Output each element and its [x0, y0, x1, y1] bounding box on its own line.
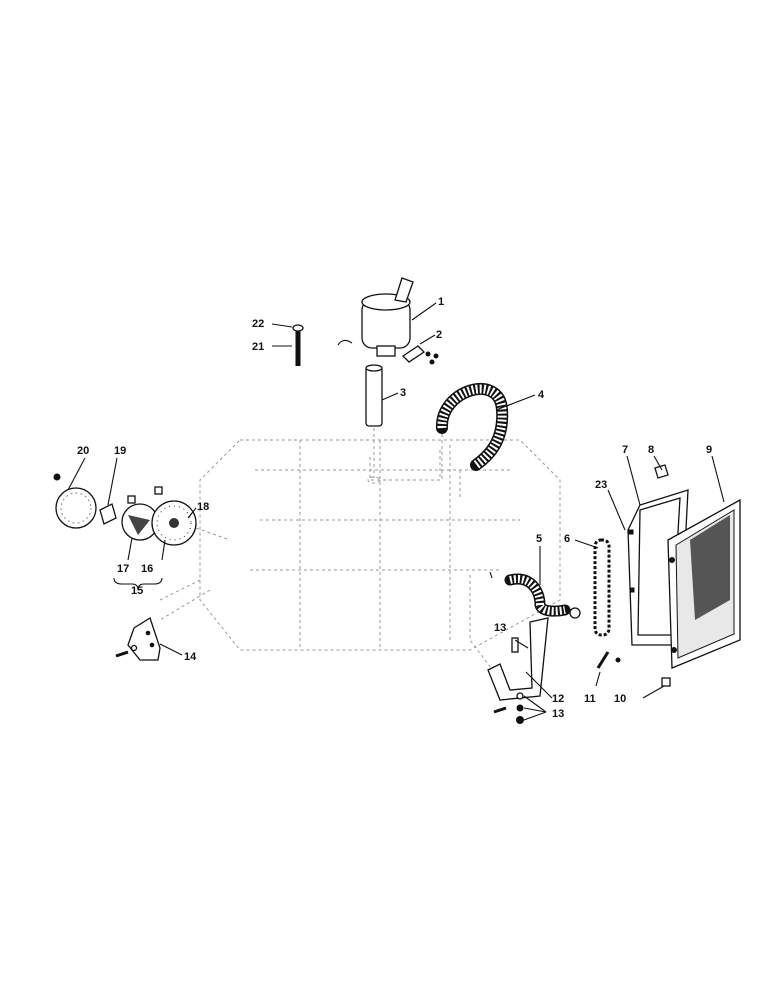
callout-18: 18: [197, 501, 209, 513]
callout-19: 19: [114, 445, 126, 457]
muffler-clamp: [401, 345, 439, 365]
callout-4: 4: [538, 389, 545, 401]
bracket-hardware: [493, 637, 524, 724]
callout-16: 16: [141, 563, 153, 575]
callout-15: 15: [131, 585, 143, 597]
lower-hose: [489, 571, 581, 619]
callout-10: 10: [614, 693, 626, 705]
callout-8: 8: [648, 444, 654, 456]
callout-23: 23: [595, 479, 607, 491]
radiator-screw: [596, 651, 621, 669]
callout-21: 21: [252, 341, 264, 353]
callout-3: 3: [400, 387, 406, 399]
callout-22: 22: [252, 318, 264, 330]
callout-14: 14: [184, 651, 197, 663]
callout-13-bottom: 13: [552, 708, 564, 720]
callout-6: 6: [564, 533, 570, 545]
callout-17: 17: [117, 563, 129, 575]
callout-5: 5: [536, 533, 542, 545]
exhaust-pipe: [365, 364, 383, 484]
angle-bracket: [115, 617, 161, 661]
callout-11: 11: [584, 693, 596, 705]
callout-2: 2: [436, 329, 442, 341]
flexible-hose: [436, 383, 509, 480]
callout-12: 12: [552, 693, 564, 705]
callout-9: 9: [706, 444, 712, 456]
callout-labels: 1 2 3 4 5 6 7 8 9 10 11 12 13 13 14 15 1…: [77, 296, 712, 720]
muffler: [337, 277, 414, 357]
callout-13-top: 13: [494, 622, 506, 634]
long-bolt: [292, 324, 304, 366]
callout-1: 1: [438, 296, 444, 308]
engine-block-outline: [159, 439, 561, 681]
drain-plug: [661, 677, 671, 687]
leader-lines: [67, 302, 725, 721]
callout-20: 20: [77, 445, 89, 457]
cover-plate-assembly: [53, 473, 231, 601]
radiator-gasket: [593, 538, 611, 637]
radiator-grille: [667, 498, 741, 669]
radiator-cap: [654, 464, 669, 479]
callout-7: 7: [622, 444, 628, 456]
